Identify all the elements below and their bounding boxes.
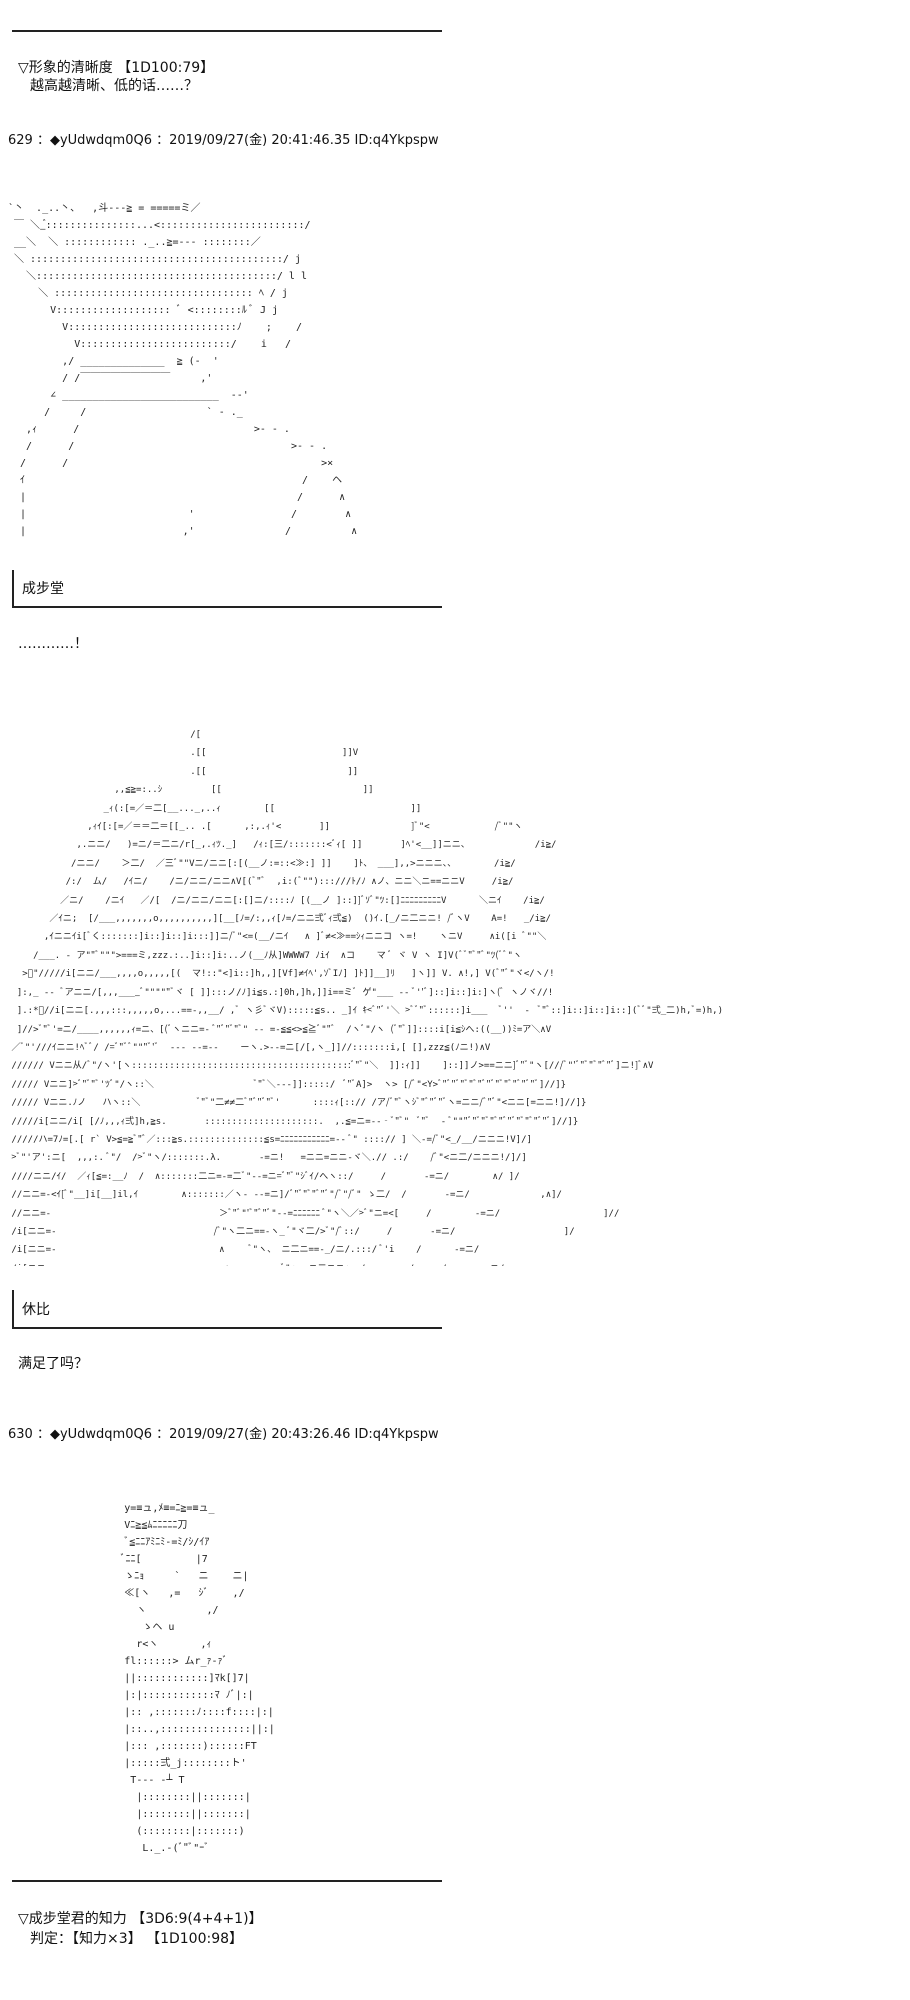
ascii-art-jet: /[ .[[ ]]V .[[ ]] ,,≦≧=:..ｼ [[ [11,730,723,1266]
intellect-roll-result: 判定：【知力×3】 【1D100:98】 [30,1931,244,1947]
intellect-roll-label: ▽成步堂君的知力 【3D6:9(4+4+1)】 [18,1911,263,1927]
dialogue-line-kyuubi: 满足了吗？ [18,1356,88,1372]
clarity-roll-note: 越高越清晰、低的话……？ [30,78,198,94]
post-header-630: 630 ：◆yUdwdqm0Q6 ：2019/09/27(金) 20:43:26… [8,1427,439,1442]
dialogue-line-seijoudou: …………！ [18,636,88,652]
section-divider [12,30,442,32]
post-header-629: 629 ：◆yUdwdqm0Q6 ：2019/09/27(金) 20:41:46… [8,133,439,148]
speaker-bracket [12,570,14,608]
clarity-roll-label: ▽形象的清晰度 【1D100:79】 [18,60,215,76]
ascii-art-silhouette: `丶 ._..丶、 ,斗‐‐‐≧ = =====ミ／ ￣ ＼_゙::::::::… [8,203,358,537]
section-divider [12,1880,442,1882]
section-divider [12,606,442,608]
ascii-art-character: y=≡ュ,ﾒ≡=ﾆ≧=≡ュ_ Vﾆ≧≦ﾑﾆﾆﾆﾆﾆ刀 ﾞ≦ﾆﾆｱﾐﾆﾐ‐=ﾐ/ｼ… [118,1503,275,1854]
section-divider [12,1327,442,1329]
speaker-name-seijoudou: 成步堂 [22,581,64,597]
speaker-bracket [12,1290,14,1328]
speaker-name-kyuubi: 休比 [22,1302,50,1318]
